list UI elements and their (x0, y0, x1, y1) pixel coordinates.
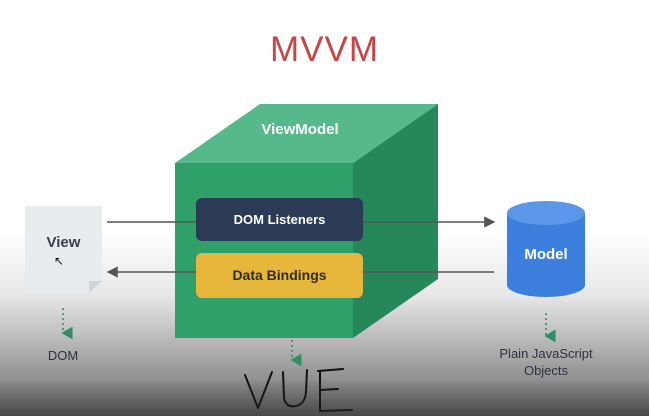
model-label: Model (524, 246, 568, 263)
viewmodel-cube (175, 104, 438, 338)
data-bindings-box (196, 253, 363, 298)
view-label: View (46, 234, 81, 251)
model-caption: Plain JavaScript Objects (486, 345, 606, 379)
model-caption-line-1: Plain JavaScript (499, 346, 593, 361)
view-document-icon (25, 206, 102, 293)
cursor-icon: ↖ (54, 254, 65, 268)
model-caption-line-2: Objects (523, 363, 569, 378)
view-caption: DOM (47, 348, 79, 363)
viewmodel-label: ViewModel (261, 121, 339, 138)
data-bindings-label: Data Bindings (232, 267, 327, 283)
dom-listeners-box (196, 198, 363, 241)
diagram-title: MVVM (270, 30, 379, 69)
model-database-icon (507, 201, 585, 297)
dom-listeners-label: DOM Listeners (233, 212, 326, 227)
video-caption-strip (0, 378, 649, 416)
